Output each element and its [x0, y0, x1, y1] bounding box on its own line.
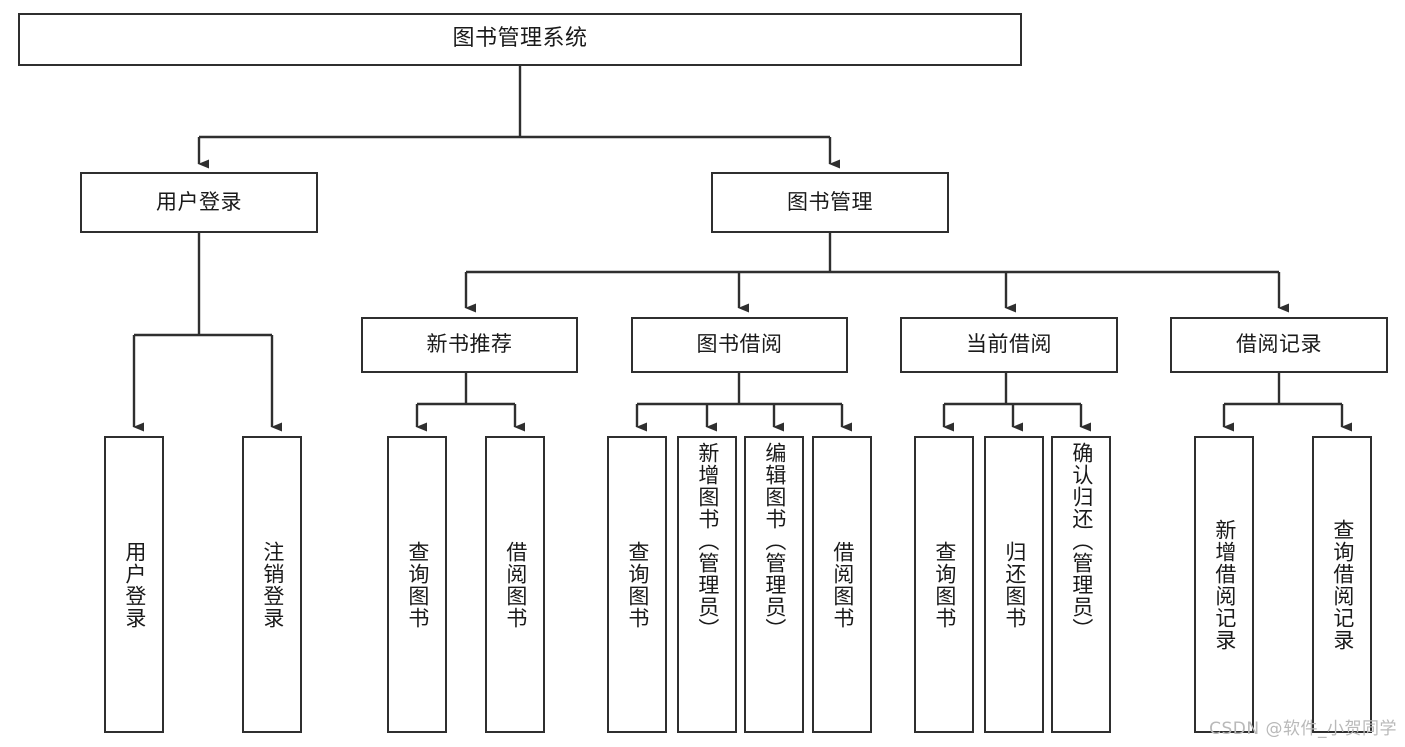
leaf-new-book-borrow-book[interactable]: 借阅图书	[485, 436, 545, 733]
leaf-label: 借阅图书	[830, 540, 855, 629]
leaf-book-borrow-borrow-book[interactable]: 借阅图书	[812, 436, 872, 733]
leaf-current-borrow-return-book[interactable]: 归还图书	[984, 436, 1044, 733]
leaf-label: 查询图书	[932, 540, 957, 629]
leaf-label: 查询借阅记录	[1330, 518, 1355, 651]
leaf-label: 新增借阅记录	[1212, 518, 1237, 651]
csdn-watermark: CSDN @软件_小贺同学	[1209, 719, 1397, 739]
leaf-borrow-record-add-record[interactable]: 新增借阅记录	[1194, 436, 1254, 733]
node-borrow-record[interactable]: 借阅记录	[1170, 317, 1388, 373]
leaf-label: 用户登录	[122, 540, 147, 629]
node-book-borrow[interactable]: 图书借阅	[631, 317, 848, 373]
node-current-borrow[interactable]: 当前借阅	[900, 317, 1118, 373]
leaf-label: 确认归还（管理员）	[1069, 442, 1094, 640]
node-current-borrow-label: 当前借阅	[966, 332, 1052, 357]
leaf-label: 借阅图书	[503, 540, 528, 629]
leaf-label: 编辑图书（管理员）	[762, 442, 787, 640]
node-root-book-management-system[interactable]: 图书管理系统	[18, 13, 1022, 66]
node-new-book-recommend[interactable]: 新书推荐	[361, 317, 578, 373]
leaf-book-borrow-query-book[interactable]: 查询图书	[607, 436, 667, 733]
leaf-label: 查询图书	[405, 540, 430, 629]
leaf-label: 注销登录	[260, 540, 285, 629]
leaf-borrow-record-query-record[interactable]: 查询借阅记录	[1312, 436, 1372, 733]
leaf-new-book-query-book[interactable]: 查询图书	[387, 436, 447, 733]
node-book-borrow-label: 图书借阅	[696, 332, 783, 357]
leaf-current-borrow-query-book[interactable]: 查询图书	[914, 436, 974, 733]
node-root-label: 图书管理系统	[452, 26, 588, 52]
node-borrow-record-label: 借阅记录	[1236, 332, 1322, 357]
leaf-user-login-logout[interactable]: 注销登录	[242, 436, 302, 733]
leaf-current-borrow-confirm-return-admin[interactable]: 确认归还（管理员）	[1051, 436, 1111, 733]
node-user-login-label: 用户登录	[156, 189, 242, 214]
leaf-label: 新增图书（管理员）	[695, 442, 720, 640]
node-new-book-recommend-label: 新书推荐	[426, 332, 513, 357]
leaf-label: 查询图书	[625, 540, 650, 629]
node-book-management[interactable]: 图书管理	[711, 172, 949, 233]
leaf-book-borrow-add-book-admin[interactable]: 新增图书（管理员）	[677, 436, 737, 733]
leaf-book-borrow-edit-book-admin[interactable]: 编辑图书（管理员）	[744, 436, 804, 733]
leaf-user-login-user-login[interactable]: 用户登录	[104, 436, 164, 733]
node-book-management-label: 图书管理	[787, 189, 873, 214]
leaf-label: 归还图书	[1002, 540, 1027, 629]
node-user-login[interactable]: 用户登录	[80, 172, 318, 233]
